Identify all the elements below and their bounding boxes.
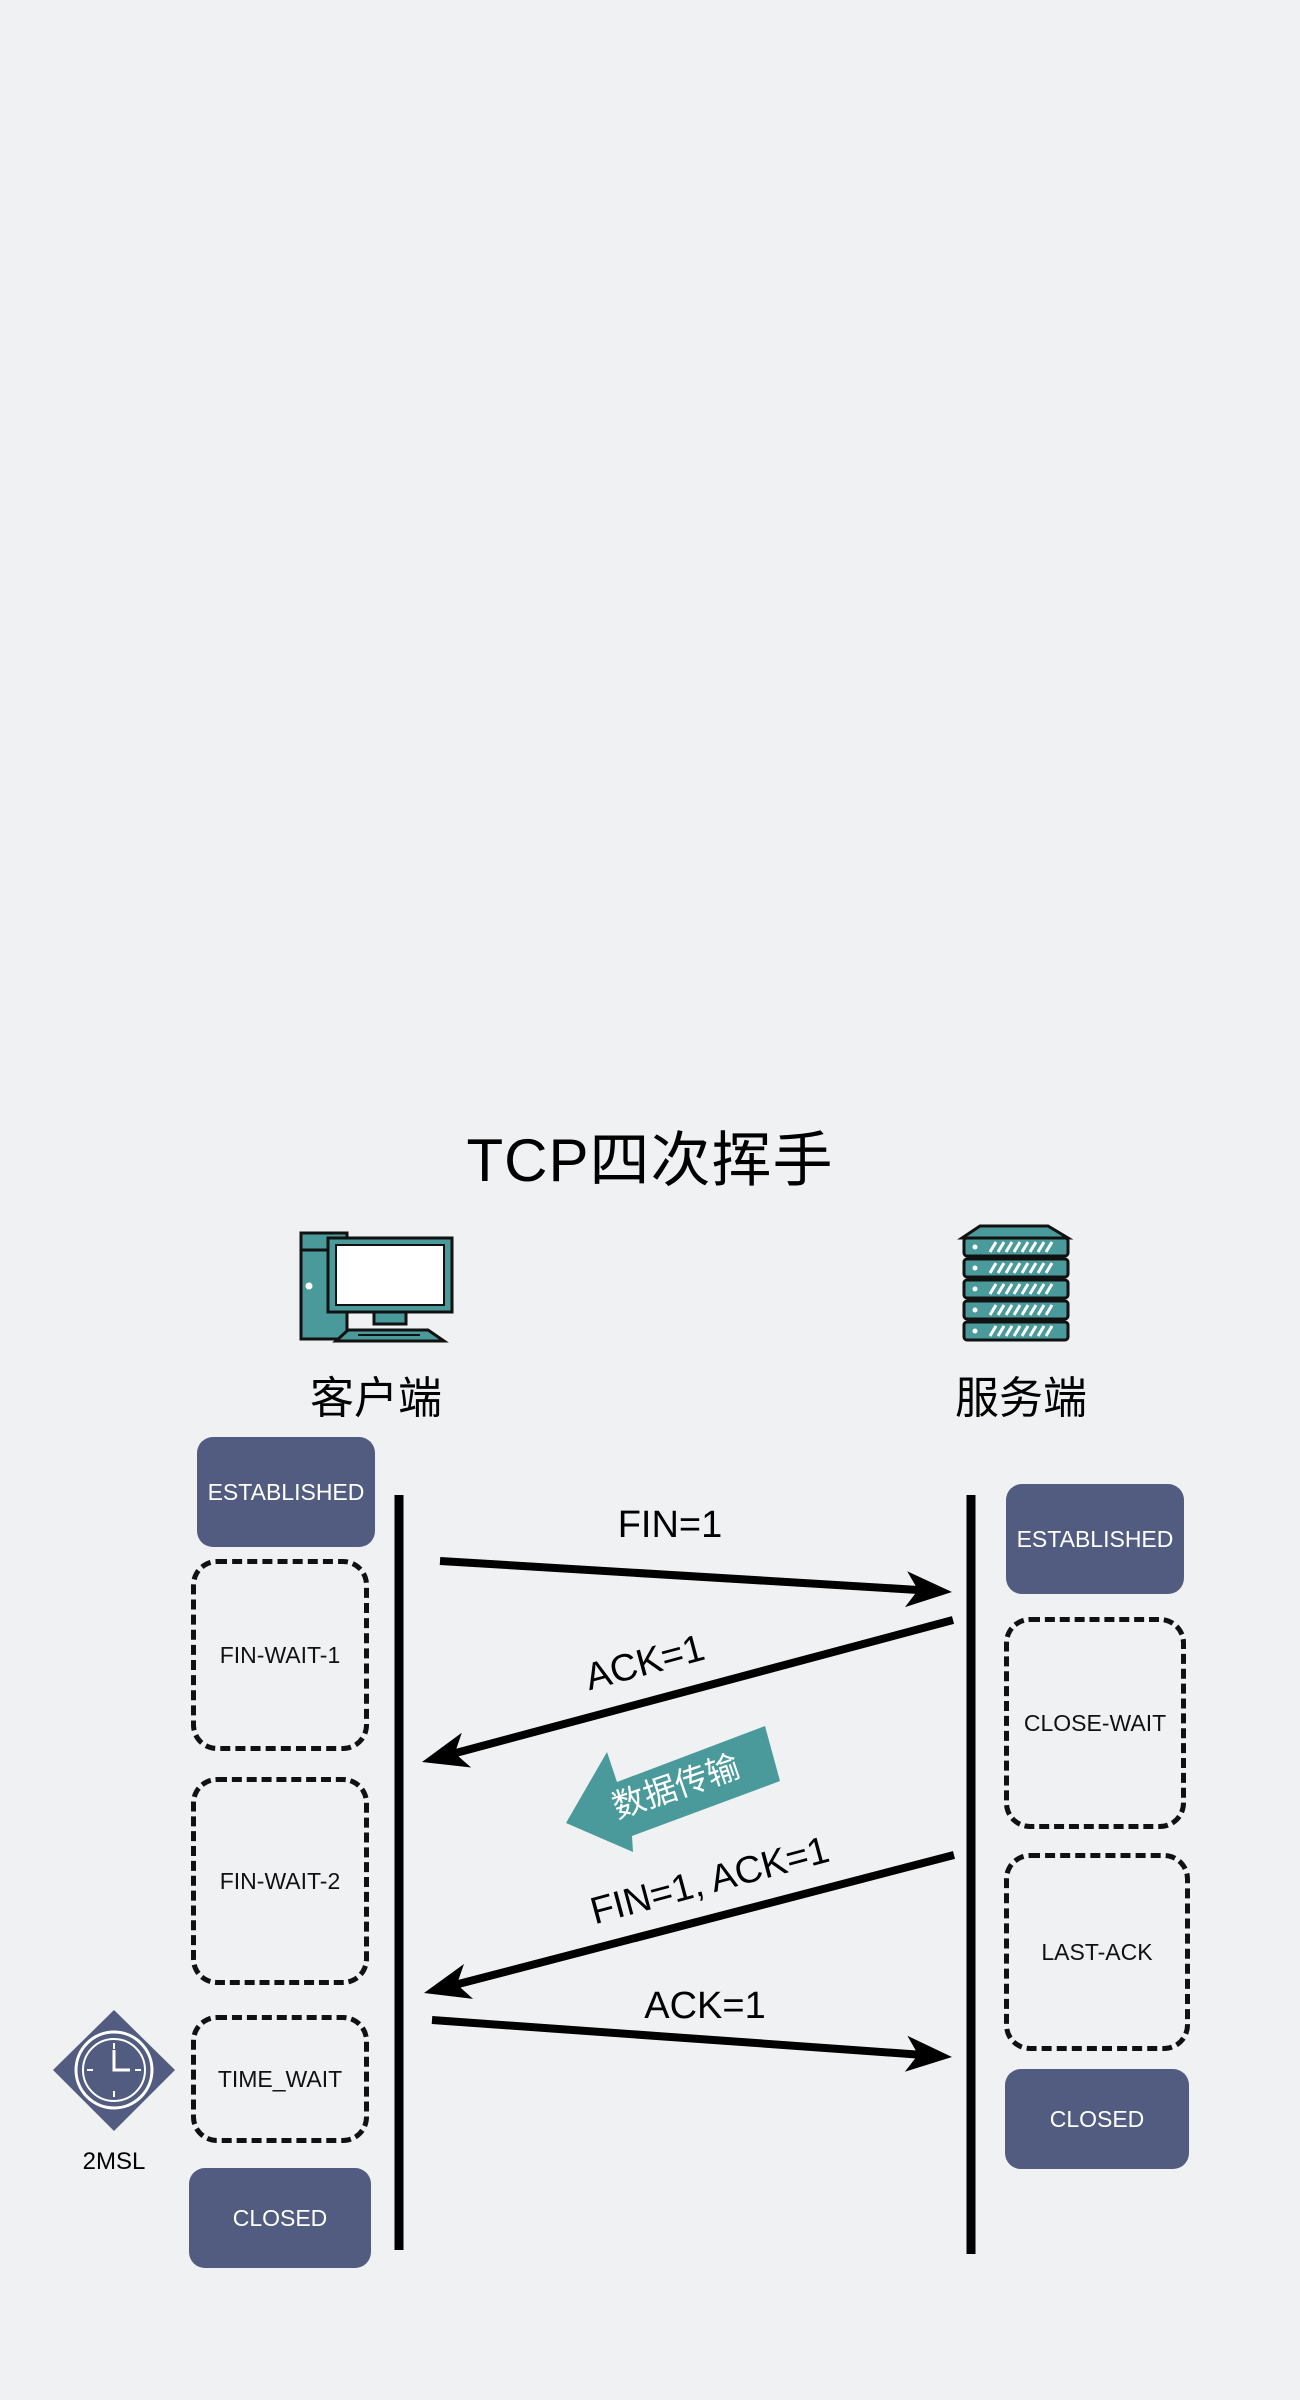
arrow-fin <box>439 1557 952 1608</box>
page-title: TCP四次挥手 <box>466 1127 834 1194</box>
server-state-last-ack: LAST-ACK <box>1004 1853 1190 2051</box>
client-label: 客户端 <box>310 1374 442 1423</box>
message-label-ack-2: ACK=1 <box>644 1985 766 2027</box>
server-state-close-wait: CLOSE-WAIT <box>1004 1617 1186 1829</box>
client-state-established: ESTABLISHED <box>197 1437 375 1547</box>
client-state-time-wait: TIME_WAIT <box>191 2015 369 2143</box>
client-state-closed: CLOSED <box>189 2168 371 2268</box>
data-transfer-label: 数据传输 <box>607 1747 745 1826</box>
message-label-fin: FIN=1 <box>617 1504 723 1546</box>
server-state-closed: CLOSED <box>1005 2069 1189 2169</box>
server-state-established: ESTABLISHED <box>1006 1484 1184 1594</box>
client-state-fin-wait-1: FIN-WAIT-1 <box>191 1559 369 1751</box>
message-label-ack-1: ACK=1 <box>580 1627 709 1700</box>
message-label-fin-ack: FIN=1, ACK=1 <box>586 1829 834 1934</box>
server-label: 服务端 <box>955 1374 1087 1423</box>
client-state-fin-wait-2: FIN-WAIT-2 <box>191 1777 369 1985</box>
timer-label: 2MSL <box>82 2148 146 2175</box>
